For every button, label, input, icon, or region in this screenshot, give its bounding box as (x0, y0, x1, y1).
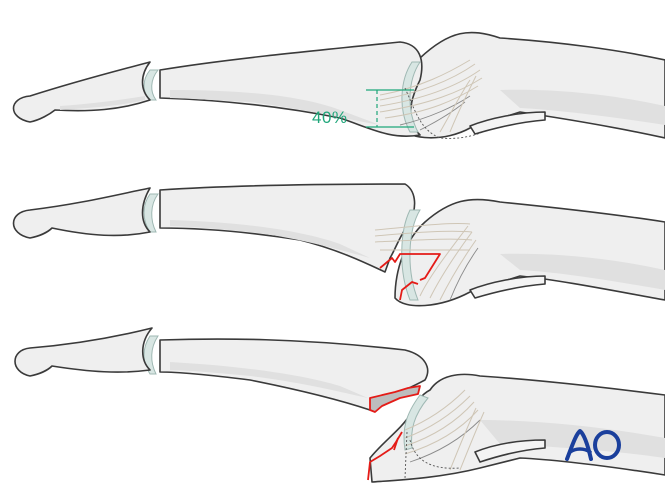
fracture-lines (367, 385, 421, 481)
volar-plate-ligaments (404, 389, 546, 479)
panel-top (12, 31, 665, 139)
volar-plate-ligaments (374, 222, 546, 301)
measurement-label: 40% (312, 108, 348, 127)
volar-plate-ligaments (379, 59, 546, 139)
fracture-lines (379, 253, 441, 301)
measurement-40-percent (366, 89, 414, 128)
ao-logo (565, 429, 621, 461)
panel-middle (12, 183, 665, 307)
